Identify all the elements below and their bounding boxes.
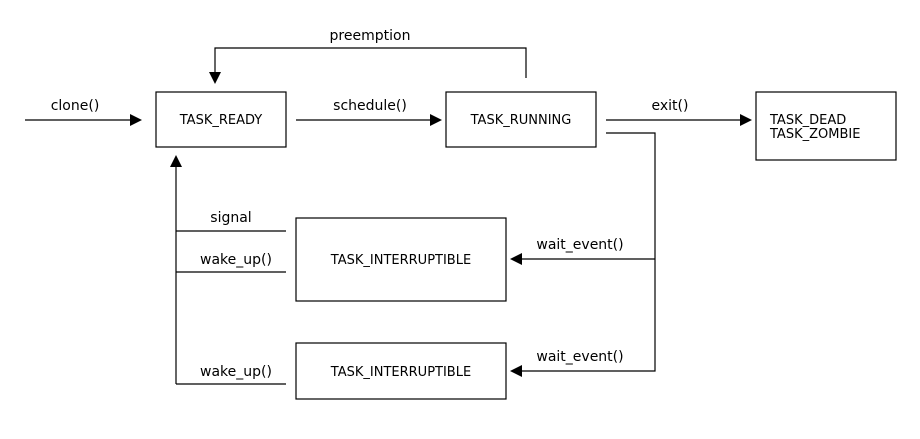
edge-label-wait-event-2: wait_event() [536,349,623,365]
edge-label-wake-up-2: wake_up() [200,364,272,380]
edge-label-preemption: preemption [330,28,411,44]
state-box-dead [755,91,897,161]
state-box-ready [155,91,287,148]
edge-exit: exit() [606,98,752,126]
edge-line-preemption [214,47,527,78]
edge-wakeup: signal wake_up() wake_up() [170,155,286,385]
state-task-interruptible-1: TASK_INTERRUPTIBLE [295,217,507,302]
edge-label-clone: clone() [51,98,100,114]
state-label-running: TASK_RUNNING [470,113,572,128]
state-task-running: TASK_RUNNING [445,91,597,148]
state-label-interruptible-1: TASK_INTERRUPTIBLE [330,253,471,268]
state-task-dead-zombie: TASK_DEAD TASK_ZOMBIE [755,91,897,161]
arrowhead-wait-event-2 [510,365,522,377]
edge-label-wait-event-1: wait_event() [536,237,623,253]
state-label-interruptible-2: TASK_INTERRUPTIBLE [330,365,471,380]
edge-label-schedule: schedule() [333,98,407,114]
arrowhead-wakeup [170,155,182,167]
arrowhead-preemption [209,72,221,84]
arrowhead-schedule [430,114,442,126]
state-label-ready: TASK_READY [179,113,263,128]
arrowhead-clone [130,114,142,126]
edge-wait-event: wait_event() wait_event() [510,132,656,377]
edge-clone: clone() [25,98,142,126]
edge-preemption: preemption [209,28,527,84]
state-box-running [445,91,597,148]
arrowhead-wait-event-1 [510,253,522,265]
state-task-interruptible-2: TASK_INTERRUPTIBLE [295,342,507,400]
arrowhead-exit [740,114,752,126]
state-box-interruptible-1 [295,217,507,302]
edge-label-exit: exit() [652,98,689,114]
state-label-dead: TASK_DEAD [769,113,846,128]
state-box-interruptible-2 [295,342,507,400]
edge-schedule: schedule() [296,98,442,126]
edge-label-signal: signal [210,210,251,226]
edge-label-wake-up-1: wake_up() [200,252,272,268]
state-task-ready: TASK_READY [155,91,287,148]
edge-line-wait-event-trunk [521,132,656,372]
state-label-zombie: TASK_ZOMBIE [769,127,860,142]
